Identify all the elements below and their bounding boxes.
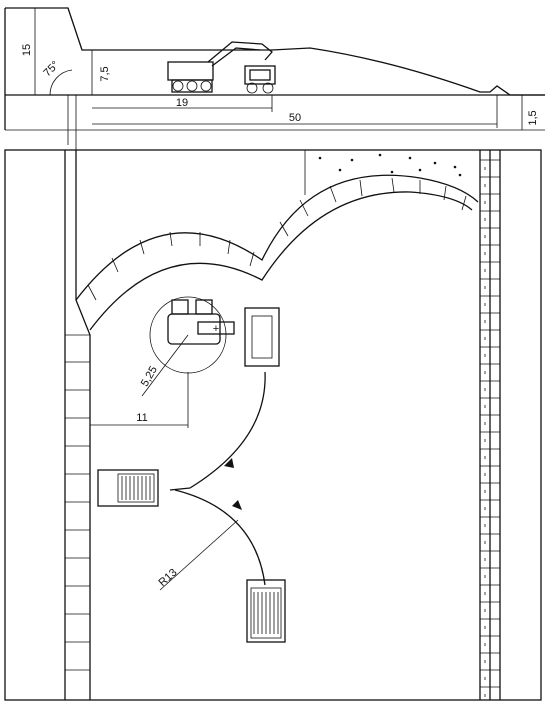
platform-height-label: 7,5 bbox=[99, 66, 111, 81]
excavator-radius-line bbox=[141, 334, 189, 397]
excavation-face-arcs bbox=[75, 174, 479, 331]
excavator-plan-icon: + bbox=[149, 296, 280, 374]
truck-path-upper bbox=[169, 371, 266, 491]
right-drainage-ladder bbox=[479, 150, 501, 700]
ditch-label: 1,5 bbox=[527, 110, 539, 125]
profile-section-view: 15 75° 7,5 19 50 1,5 bbox=[4, 7, 545, 300]
plan-view: + 5,25 11 R13 bbox=[4, 149, 542, 701]
bench-face-outline bbox=[5, 7, 545, 96]
truck-profile-icon bbox=[244, 65, 276, 94]
rubble-area bbox=[304, 150, 462, 195]
left-wall-segments bbox=[65, 334, 90, 671]
svg-text:+: + bbox=[213, 323, 219, 335]
reach-label: 19 bbox=[176, 97, 188, 109]
left-wall-inner bbox=[75, 150, 91, 700]
path-arrow-upper bbox=[224, 458, 234, 468]
bench-height-label: 15 bbox=[21, 44, 33, 56]
truck-plan-lower-icon bbox=[246, 579, 286, 643]
path-arrow-lower bbox=[232, 500, 242, 510]
truck-radius-label: R13 bbox=[156, 567, 179, 589]
offset-label: 11 bbox=[136, 412, 147, 424]
truck-plan-upper-icon bbox=[97, 469, 159, 507]
truck-radius-line bbox=[159, 519, 239, 591]
slope-angle-arc bbox=[49, 69, 73, 96]
truck-path-lower bbox=[174, 489, 266, 586]
plan-frame bbox=[4, 149, 542, 701]
width-label: 50 bbox=[289, 112, 301, 124]
excavator-profile-icon bbox=[167, 41, 273, 93]
slope-line bbox=[67, 7, 83, 51]
